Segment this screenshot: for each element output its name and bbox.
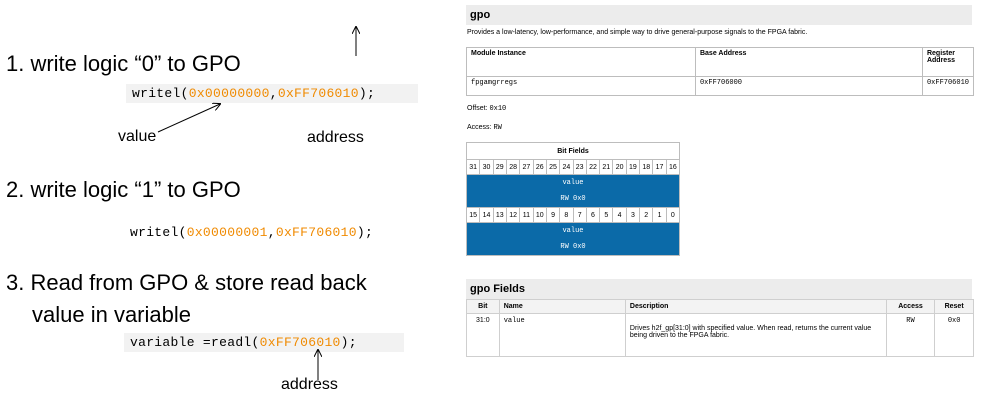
bit-number-21: 21 [599, 159, 614, 175]
cell-module-instance: fpgamgrregs [466, 76, 696, 96]
fields-title: gpo Fields [466, 279, 972, 299]
field-reset-high: RW 0x0 [560, 195, 586, 203]
bit-number-12: 12 [505, 207, 521, 223]
bit-number-19: 19 [625, 159, 641, 175]
bit-number-27: 27 [519, 159, 534, 175]
bit-number-6: 6 [585, 207, 601, 223]
code-line-2: writel(0x00000001,0xFF706010); [124, 223, 379, 242]
code-comma: , [269, 86, 278, 101]
bit-number-28: 28 [505, 159, 521, 175]
bit-number-7: 7 [572, 207, 587, 223]
field-name-low: value [562, 227, 584, 235]
bit-number-1: 1 [652, 207, 667, 223]
cell-access: RW [885, 313, 935, 357]
bit-number-29: 29 [492, 159, 507, 175]
code-paren: ( [180, 86, 189, 101]
bit-number-3: 3 [625, 207, 641, 223]
bit-number-22: 22 [585, 159, 601, 175]
bit-number-10: 10 [532, 207, 547, 223]
offset-line: Offset: 0x10 [467, 105, 506, 113]
bit-number-16: 16 [665, 159, 681, 175]
code-func: writel [130, 225, 179, 240]
code-line-3: variable =readl(0xFF706010); [124, 333, 404, 352]
bit-number-23: 23 [572, 159, 587, 175]
th-module-instance: Module Instance [466, 47, 696, 77]
cell-description: Drives h2f_gp[31:0] with specified value… [624, 313, 887, 357]
offset-label: Offset: [467, 105, 488, 112]
th-description: Description [624, 299, 887, 314]
code-comma: , [267, 225, 276, 240]
bit-number-15: 15 [465, 207, 481, 223]
bit-number-4: 4 [612, 207, 627, 223]
bit-number-25: 25 [545, 159, 561, 175]
cell-base-address: 0xFF706000 [694, 76, 923, 96]
value-label: value [118, 128, 157, 145]
bit-number-13: 13 [492, 207, 507, 223]
cell-register-address: 0xFF706010 [921, 76, 975, 96]
access-line: Access: RW [467, 124, 502, 132]
code-paren: ( [251, 335, 260, 350]
step-3-text-line2: value in variable [32, 302, 191, 327]
code-func: writel [132, 86, 181, 101]
access-value: RW [493, 124, 502, 132]
bit-field-high: value RW 0x0 [466, 174, 680, 208]
bit-number-17: 17 [652, 159, 667, 175]
register-title: gpo [466, 5, 972, 25]
instance-table: Module Instance Base Address Register Ad… [466, 47, 975, 96]
code-value: 0x00000000 [188, 86, 270, 101]
code-line-1: writel(0x00000000,0xFF706010); [126, 84, 418, 103]
cell-bit: 31:0 [466, 313, 500, 357]
code-close: ); [356, 225, 374, 240]
th-access: Access [885, 299, 935, 314]
code-close: ); [358, 86, 376, 101]
code-address: 0xFF706010 [275, 225, 357, 240]
code-address: 0xFF706010 [277, 86, 359, 101]
cell-reset: 0x0 [934, 313, 974, 357]
bit-number-8: 8 [559, 207, 574, 223]
bit-number-0: 0 [665, 207, 681, 223]
bit-number-9: 9 [545, 207, 561, 223]
bit-number-26: 26 [532, 159, 547, 175]
bit-number-20: 20 [612, 159, 627, 175]
field-name-high: value [562, 179, 584, 187]
field-reset-low: RW 0x0 [560, 243, 586, 251]
th-bit: Bit [466, 299, 500, 314]
code-close: ); [340, 335, 357, 350]
step-3-text-line1: 3. Read from GPO & store read back [6, 270, 367, 295]
code-value: 0x00000001 [186, 225, 268, 240]
bit-number-18: 18 [639, 159, 654, 175]
bit-number-31: 31 [465, 159, 481, 175]
th-reset: Reset [934, 299, 974, 314]
bit-number-14: 14 [479, 207, 494, 223]
code-address: 0xFF706010 [259, 335, 341, 350]
step-1-text: 1. write logic “0” to GPO [6, 51, 241, 76]
th-name: Name [498, 299, 626, 314]
code-func: variable =readl [130, 335, 252, 350]
register-description: Provides a low-latency, low-performance,… [467, 29, 808, 36]
bit-number-11: 11 [519, 207, 534, 223]
address-label-2: address [281, 376, 338, 393]
access-label: Access: [467, 124, 492, 131]
step-2-text: 2. write logic “1” to GPO [6, 177, 241, 202]
offset-value: 0x10 [489, 105, 507, 113]
code-paren: ( [178, 225, 187, 240]
bit-number-30: 30 [479, 159, 494, 175]
bit-field-low: value RW 0x0 [466, 222, 680, 256]
cell-name: value [498, 313, 626, 357]
th-base-address: Base Address [694, 47, 923, 77]
bit-number-24: 24 [559, 159, 574, 175]
bit-fields-title: Bit Fields [466, 142, 680, 160]
bit-number-5: 5 [599, 207, 614, 223]
fields-table: Bit Name Description Access Reset 31:0 v… [466, 299, 974, 357]
th-register-address: Register Address [921, 47, 975, 77]
address-label-1: address [307, 129, 364, 146]
value-arrow [157, 104, 220, 133]
bit-number-2: 2 [639, 207, 654, 223]
